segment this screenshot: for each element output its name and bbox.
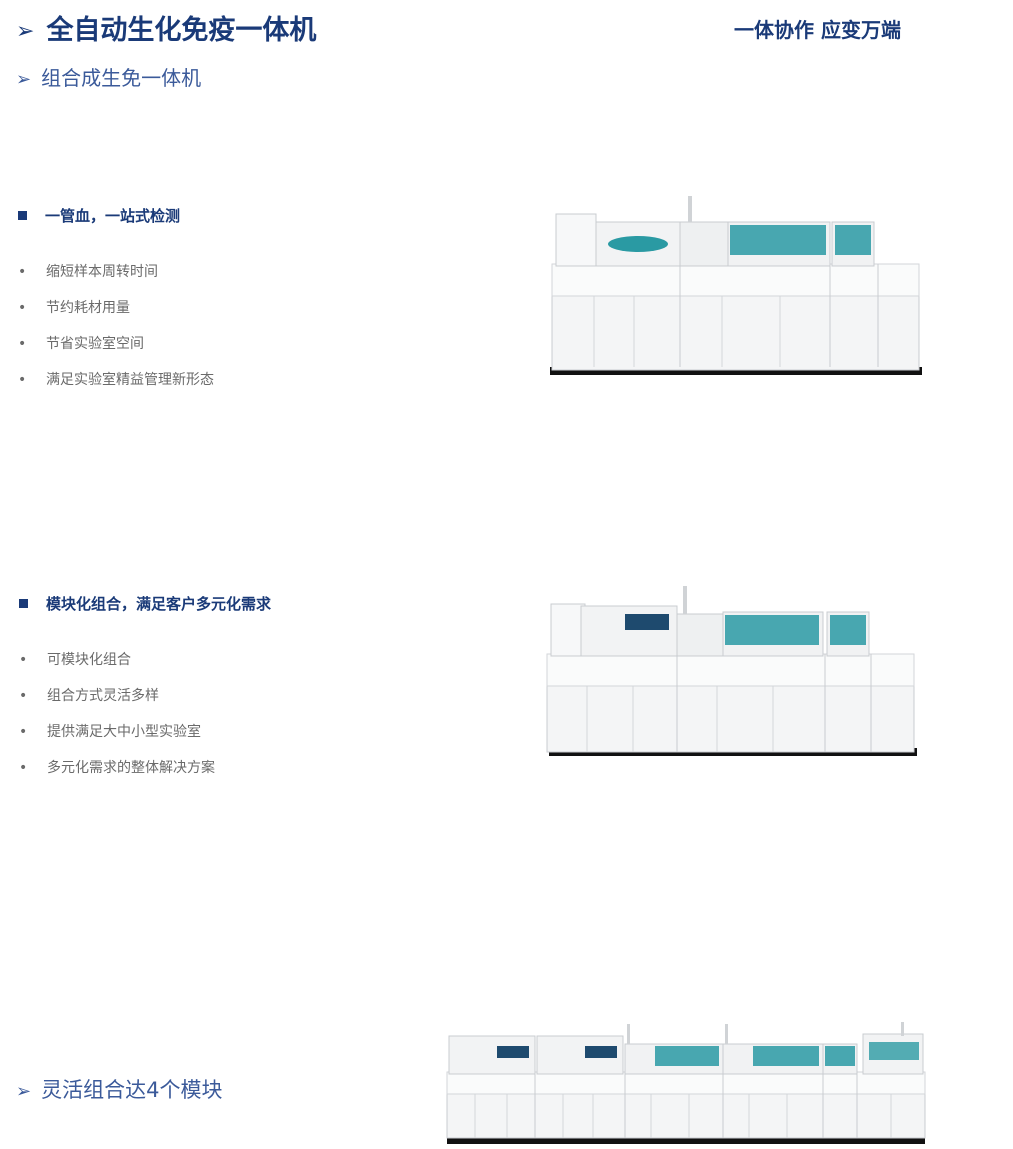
analyzer-image-four-module <box>446 1022 926 1144</box>
square-icon <box>19 599 28 608</box>
list-item: •提供满足大中小型实验室 <box>19 724 201 740</box>
arrow-icon: ➢ <box>16 1080 32 1102</box>
arrow-icon: ➢ <box>16 19 35 44</box>
bullet-dot-icon: • <box>18 264 27 280</box>
list-item: •缩短样本周转时间 <box>18 264 158 280</box>
analyzer-image-two-module <box>550 196 922 375</box>
bullet-dot-icon: • <box>19 724 28 740</box>
bullet-dot-icon: • <box>18 372 27 388</box>
section2-heading-text: 模块化组合，满足客户多元化需求 <box>46 595 272 613</box>
analyzer-image-modular <box>546 586 917 756</box>
subtitle: ➢ 组合成生免一体机 <box>16 62 201 91</box>
arrow-icon: ➢ <box>16 69 32 90</box>
list-item: •组合方式灵活多样 <box>19 688 159 704</box>
list-item: •节省实验室空间 <box>18 336 144 352</box>
section1-bullet-list: •缩短样本周转时间 •节约耗材用量 •节省实验室空间 •满足实验室精益管理新形态 <box>18 261 214 405</box>
list-item: •可模块化组合 <box>19 652 131 668</box>
slogan: 一体协作 应变万端 <box>734 18 901 42</box>
bullet-dot-icon: • <box>19 760 28 776</box>
section1-heading-text: 一管血，一站式检测 <box>45 207 181 225</box>
list-item: •多元化需求的整体解决方案 <box>19 760 215 776</box>
list-item: •节约耗材用量 <box>18 300 130 316</box>
square-icon <box>18 211 27 220</box>
section2-heading: 模块化组合，满足客户多元化需求 <box>19 593 271 614</box>
footer-title: ➢ 灵活组合达4个模块 <box>16 1074 222 1104</box>
bullet-dot-icon: • <box>18 336 27 352</box>
footer-title-text: 灵活组合达4个模块 <box>41 1078 223 1102</box>
page-title: ➢ 全自动生化免疫一体机 <box>16 8 316 47</box>
subtitle-text: 组合成生免一体机 <box>41 66 202 90</box>
bullet-dot-icon: • <box>18 300 27 316</box>
section2-bullet-list: •可模块化组合 •组合方式灵活多样 •提供满足大中小型实验室 •多元化需求的整体… <box>19 649 215 793</box>
section1-heading: 一管血，一站式检测 <box>18 205 180 226</box>
list-item: •满足实验室精益管理新形态 <box>18 372 214 388</box>
bullet-dot-icon: • <box>19 688 28 704</box>
bullet-dot-icon: • <box>19 652 28 668</box>
page-title-text: 全自动生化免疫一体机 <box>46 15 317 46</box>
